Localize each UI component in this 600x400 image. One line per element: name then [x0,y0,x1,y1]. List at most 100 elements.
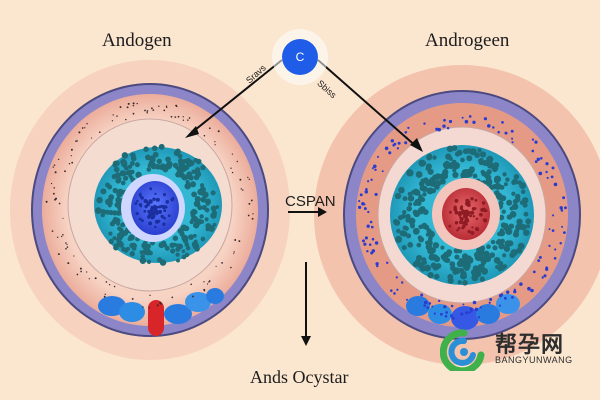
texture-dot [376,264,379,268]
left-core-dots [134,187,175,229]
texture-dot [442,169,449,176]
texture-dot [473,207,477,210]
left-granulosa-dots [94,143,220,266]
texture-dot [357,205,362,210]
texture-dot [143,146,149,152]
texture-dot [371,249,376,253]
texture-dot [210,190,216,196]
texture-dot [76,140,78,142]
arrows [185,59,423,346]
texture-dot [520,189,526,194]
texture-dot [402,210,407,215]
texture-dot [475,268,480,273]
texture-dot [146,201,151,206]
texture-dot [408,217,416,225]
texture-dot [522,202,528,208]
texture-dot [157,219,161,223]
texture-dot [200,164,206,171]
texture-dot [538,255,542,259]
texture-dot [182,119,185,121]
texture-dot [182,237,189,244]
texture-dot [108,284,111,286]
texture-dot [122,170,127,176]
texture-dot [366,250,369,253]
texture-dot [66,246,69,248]
texture-dot [472,173,478,179]
texture-dot [148,199,153,204]
texture-dot [163,209,167,213]
texture-dot [62,217,64,219]
texture-dot [108,231,113,236]
texture-dot [188,117,191,119]
texture-dot [468,311,472,314]
texture-dot [126,106,129,109]
texture-dot [153,225,157,229]
texture-dot [165,105,167,107]
texture-dot [482,160,489,166]
center-badge: C [282,39,318,75]
texture-dot [189,181,197,188]
texture-dot [230,167,232,169]
texture-dot [460,157,465,163]
texture-dot [146,167,152,172]
texture-dot [144,109,146,112]
texture-dot [88,278,90,280]
texture-dot [208,281,210,283]
texture-dot [119,106,122,109]
texture-dot [434,273,440,280]
texture-dot [193,239,198,244]
texture-dot [545,162,549,166]
texture-dot [426,306,430,310]
texture-dot [116,221,120,226]
texture-dot [194,246,200,252]
texture-dot [394,192,402,200]
texture-dot [381,170,384,173]
texture-dot [127,236,132,242]
texture-dot [193,174,200,181]
texture-dot [502,253,507,258]
texture-dot [136,199,139,203]
texture-dot [165,200,170,204]
texture-dot [152,207,156,211]
texture-dot [425,166,430,171]
texture-dot [472,274,478,280]
texture-dot [371,237,375,241]
texture-dot [525,218,532,225]
texture-dot [111,173,117,180]
texture-dot [366,224,370,228]
texture-dot [201,204,207,211]
texture-dot [151,145,158,152]
texture-dot [420,293,424,297]
texture-dot [148,221,153,226]
texture-dot [548,244,551,248]
texture-dot [448,119,453,124]
texture-dot [138,193,142,197]
texture-dot [505,177,510,182]
texture-dot [200,196,207,203]
texture-dot [54,198,56,201]
texture-dot [76,273,79,276]
texture-dot [518,224,525,230]
texture-dot [163,109,166,112]
texture-dot [123,247,129,253]
right-tissue-dots [357,115,567,320]
texture-dot [563,231,566,234]
texture-dot [461,209,465,213]
texture-dot [445,153,452,160]
texture-dot [553,182,558,187]
texture-dot [545,170,548,174]
texture-dot [393,219,401,226]
texture-dot [204,217,209,222]
texture-dot [407,126,410,130]
texture-dot [191,169,196,175]
texture-dot [188,160,195,167]
texture-dot [155,197,160,202]
label-right: Androgeen [425,30,510,51]
texture-dot [498,304,502,307]
texture-dot [240,188,243,190]
texture-dot [460,205,464,209]
texture-dot [193,200,201,208]
texture-dot [171,296,174,299]
texture-dot [479,276,485,282]
texture-dot [406,205,412,212]
